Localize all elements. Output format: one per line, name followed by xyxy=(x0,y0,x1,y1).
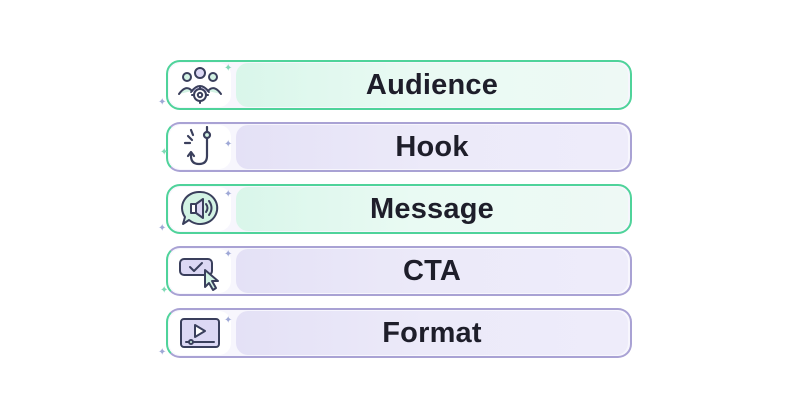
row-label: CTA xyxy=(402,254,462,287)
speaker-chat-icon xyxy=(181,190,219,225)
sparkle-icon: ✦ xyxy=(224,249,233,260)
label-pill: Audience xyxy=(236,63,628,107)
icon-box xyxy=(169,125,231,169)
video-play-icon xyxy=(180,318,220,348)
sparkle-icon: ✦ xyxy=(160,285,169,296)
sparkle-icon: ✦ xyxy=(224,63,233,74)
row-cta: CTA ✦ ✦ xyxy=(160,246,634,298)
row-format: Format ✦ ✦ xyxy=(158,308,634,360)
row-message: Message ✦ ✦ xyxy=(158,184,634,236)
sparkle-icon: ✦ xyxy=(224,189,233,200)
sparkle-icon: ✦ xyxy=(224,139,233,150)
label-pill: Message xyxy=(236,187,628,231)
sparkle-icon: ✦ xyxy=(158,97,167,108)
row-audience: Audience ✦ ✦ xyxy=(158,60,634,112)
cursor-click-icon xyxy=(179,258,219,291)
sparkle-icon: ✦ xyxy=(224,315,233,326)
row-label: Format xyxy=(382,316,482,349)
row-label: Hook xyxy=(395,130,469,163)
fishing-hook-icon xyxy=(183,126,212,166)
row-label: Message xyxy=(370,192,494,225)
row-hook: Hook ✦ ✦ xyxy=(160,122,634,174)
label-pill: Hook xyxy=(236,125,628,169)
audience-icon xyxy=(178,67,222,104)
sparkle-icon: ✦ xyxy=(160,147,169,158)
label-pill: Format xyxy=(236,311,628,355)
sparkle-icon: ✦ xyxy=(158,347,167,358)
label-pill: CTA xyxy=(236,249,628,293)
row-label: Audience xyxy=(365,68,499,101)
sparkle-icon: ✦ xyxy=(158,223,167,234)
